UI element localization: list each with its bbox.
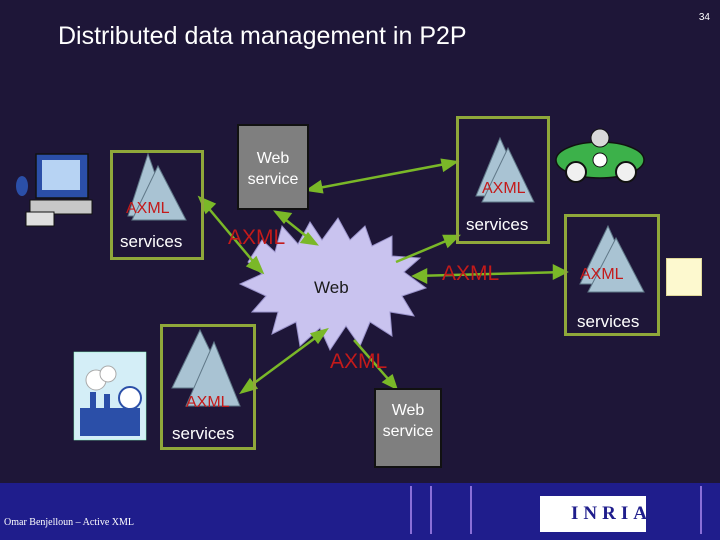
edge-label-axml-2: AXML [442,262,500,285]
arrowhead [304,179,324,194]
footer-divider [470,486,472,534]
computer-icon [16,153,93,227]
peer-left-box [110,150,204,260]
edge-label-axml-3: AXML [330,350,388,373]
arrowhead [381,373,399,391]
peer-bottom-services-label: services [172,424,235,443]
edge-label-axml-1: AXML [228,226,286,249]
axml-doc-triangle [131,164,187,221]
axml-doc-triangle [185,340,241,407]
footer-divider [700,486,702,534]
web-cloud [238,217,428,352]
factory-icon [73,351,147,441]
car-icon [555,128,645,183]
axml-doc-triangle [481,146,535,203]
peer-right-box [564,214,660,336]
arrow-cloud-to-right [413,270,567,278]
peer-right-axml-label: AXML [580,266,624,283]
inria-logo-text: INRIA [571,503,652,524]
arrow-left-to-cloud [199,197,263,273]
arrowhead [309,327,329,345]
peer-top-box [456,116,550,244]
peer-left-services-label: services [120,232,183,251]
page-number: 34 [698,12,710,23]
arrowhead [273,210,293,225]
arrow-top-to-webservice [307,160,457,192]
footer-divider [410,486,412,534]
arrowhead [299,231,319,246]
peer-bottom-box [160,324,256,450]
axml-doc-triangle [587,236,645,293]
web-service-box-bottom: Web service [374,388,442,468]
arrowhead [442,234,462,249]
peer-bottom-axml-label: AXML [186,394,230,411]
footer-author: Omar Benjelloun – Active XML [4,517,134,528]
inria-logo [540,496,646,532]
arrowhead [552,263,569,281]
arrowhead [440,158,460,173]
arrowhead [411,267,428,285]
web-cloud-label: Web [314,278,349,297]
footer-divider [430,486,432,534]
web-service-box-top: Web service [237,124,309,210]
peer-right-services-label: services [577,312,640,331]
arrowhead [245,255,265,275]
peer-left-axml-label: AXML [126,200,170,217]
note-placeholder [666,258,702,296]
arrow-bottom-to-cloud [241,328,327,394]
slide-title: Distributed data management in P2P [58,22,467,50]
peer-top-services-label: services [466,215,529,234]
peer-top-axml-label: AXML [482,180,526,197]
